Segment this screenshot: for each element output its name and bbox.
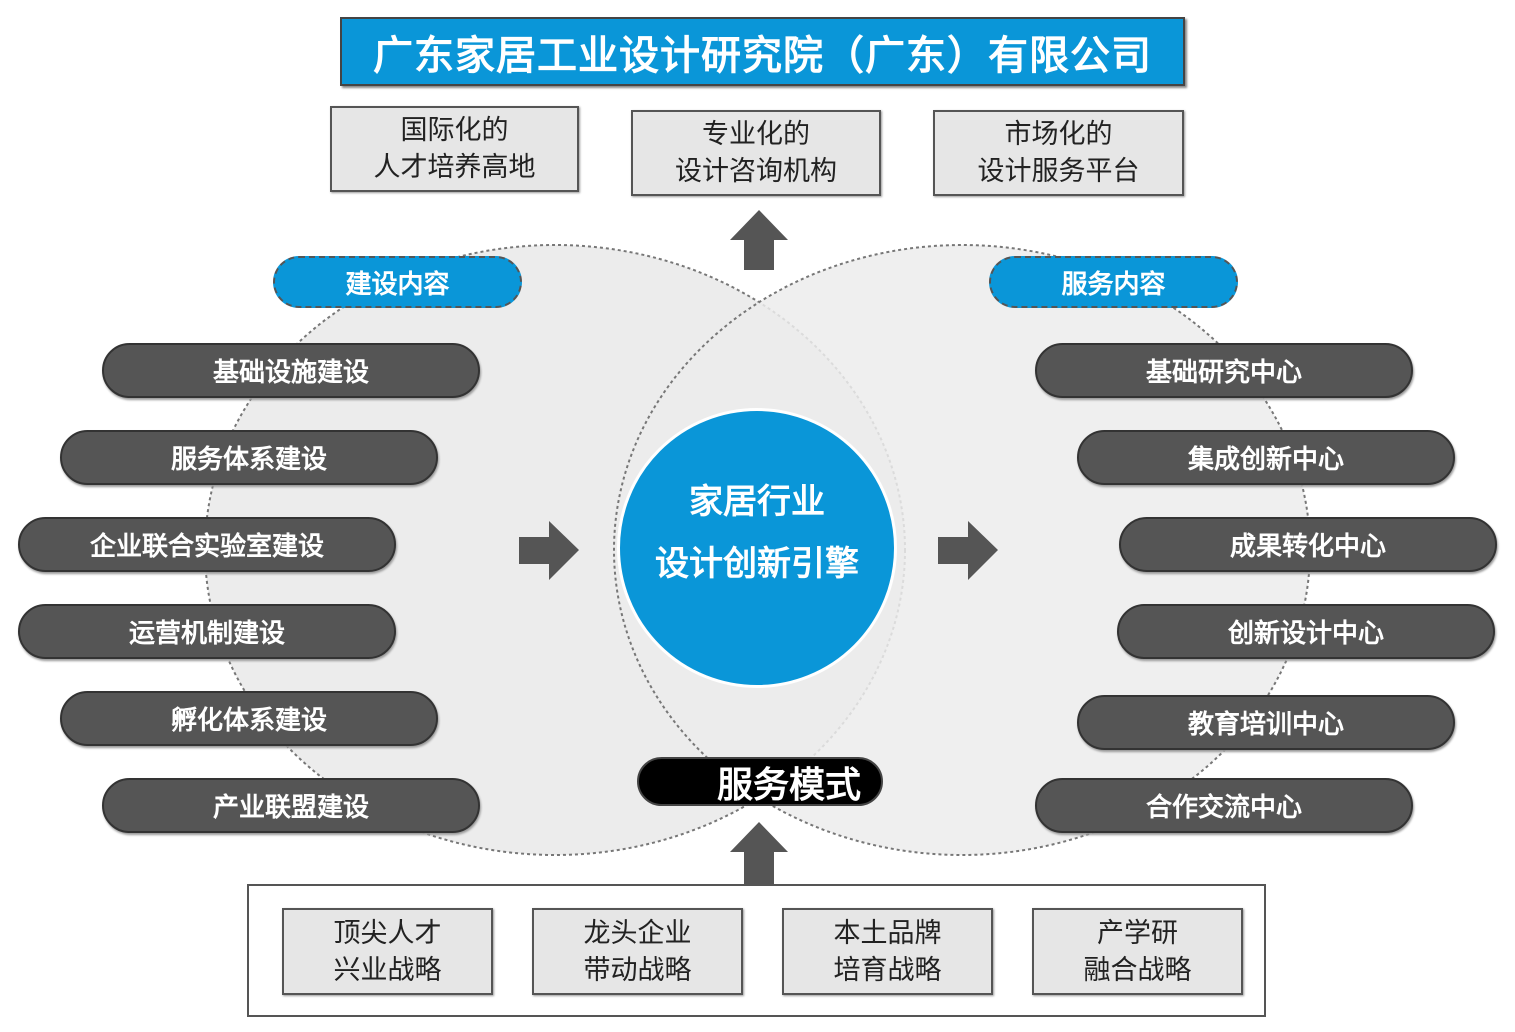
construction-item: 运营机制建设 [18,604,396,659]
service-item: 教育培训中心 [1077,695,1455,750]
construction-header: 建设内容 [273,256,522,308]
goal-box: 国际化的人才培养高地 [330,106,579,192]
strategy-line: 带动战略 [583,954,692,986]
strategy-line: 顶尖人才 [333,917,442,949]
right-arrow-icon [938,521,998,580]
construction-item: 企业联合实验室建设 [18,517,396,572]
up-arrow-icon [730,822,788,884]
construction-item: 孵化体系建设 [60,691,438,746]
service-item: 基础研究中心 [1035,343,1413,398]
right-arrow-icon [519,521,579,580]
center-line: 设计创新引擎 [655,544,859,584]
strategy-line: 产学研 [1097,917,1178,949]
goal-box: 市场化的设计服务平台 [933,110,1184,196]
strategy-box: 顶尖人才兴业战略 [282,908,493,995]
strategy-line: 培育战略 [833,954,942,986]
construction-item: 产业联盟建设 [102,778,480,833]
strategy-line: 龙头企业 [583,917,692,949]
strategy-line: 融合战略 [1083,954,1192,986]
goal-line: 国际化的 [400,115,509,146]
center-line: 家居行业 [689,482,825,522]
goal-line: 市场化的 [1004,119,1113,150]
service-header: 服务内容 [989,256,1238,308]
service-item: 成果转化中心 [1119,517,1497,572]
strategy-box: 产学研融合战略 [1032,908,1243,995]
strategy-line: 本土品牌 [833,917,942,949]
page-title: 广东家居工业设计研究院（广东）有限公司 [340,17,1185,86]
goal-line: 人才培养高地 [373,152,536,183]
goal-line: 设计服务平台 [977,156,1140,187]
construction-item: 服务体系建设 [60,430,438,485]
center-engine: 家居行业 设计创新引擎 [617,408,897,688]
strategy-box: 龙头企业带动战略 [532,908,743,995]
goal-box: 专业化的设计咨询机构 [631,110,881,196]
service-item: 创新设计中心 [1117,604,1495,659]
service-item: 合作交流中心 [1035,778,1413,833]
service-item: 集成创新中心 [1077,430,1455,485]
strategy-box: 本土品牌培育战略 [782,908,993,995]
goal-line: 设计咨询机构 [675,156,837,187]
strategy-line: 兴业战略 [333,954,442,986]
construction-item: 基础设施建设 [102,343,480,398]
goal-line: 专业化的 [702,119,810,150]
service-mode-label: 服务模式 [637,757,883,806]
up-arrow-icon [730,210,788,270]
